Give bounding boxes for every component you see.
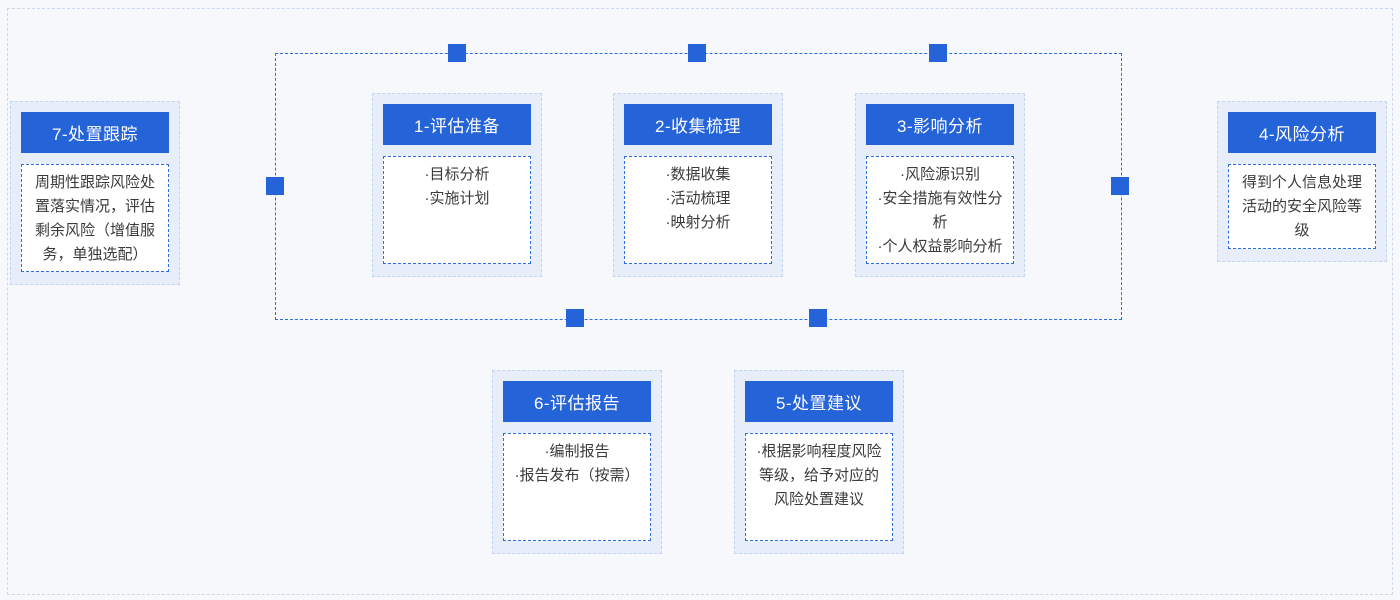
node-body: ·数据收集 ·活动梳理 ·映射分析 <box>624 156 772 264</box>
node-item: ·活动梳理 <box>665 190 731 207</box>
flow-node-6-assessment-report: 6-评估报告 ·编制报告 ·报告发布（按需） <box>492 370 662 554</box>
node-body: 得到个人信息处理活动的安全风险等级 <box>1228 164 1376 249</box>
connector-dot <box>688 44 706 62</box>
node-body: ·根据影响程度风险等级，给予对应的风险处置建议 <box>745 433 893 541</box>
node-body: 周期性跟踪风险处置落实情况，评估剩余风险（增值服务，单独选配） <box>21 164 169 272</box>
node-item: ·目标分析 <box>424 166 490 183</box>
node-item: ·风险源识别 <box>900 166 980 183</box>
node-item: ·编制报告 <box>544 443 610 460</box>
flow-node-4-risk-analysis: 4-风险分析 得到个人信息处理活动的安全风险等级 <box>1217 101 1387 262</box>
node-item: ·实施计划 <box>424 190 490 207</box>
node-item: ·报告发布（按需） <box>514 467 640 484</box>
flow-node-2-collection-sorting: 2-收集梳理 ·数据收集 ·活动梳理 ·映射分析 <box>613 93 783 277</box>
node-title: 2-收集梳理 <box>624 104 772 145</box>
connector-dot <box>1111 177 1129 195</box>
flow-node-7-disposal-tracking: 7-处置跟踪 周期性跟踪风险处置落实情况，评估剩余风险（增值服务，单独选配） <box>10 101 180 285</box>
node-body: ·风险源识别 ·安全措施有效性分析 ·个人权益影响分析 <box>866 156 1014 264</box>
connector-dot <box>566 309 584 327</box>
node-title: 1-评估准备 <box>383 104 531 145</box>
node-body: ·编制报告 ·报告发布（按需） <box>503 433 651 541</box>
node-title: 5-处置建议 <box>745 381 893 422</box>
connector-dot <box>809 309 827 327</box>
node-item: ·安全措施有效性分析 <box>877 190 1003 231</box>
connector-dot <box>929 44 947 62</box>
connector-dot <box>266 177 284 195</box>
node-body: ·目标分析 ·实施计划 <box>383 156 531 264</box>
connector-dot <box>448 44 466 62</box>
flow-node-3-impact-analysis: 3-影响分析 ·风险源识别 ·安全措施有效性分析 ·个人权益影响分析 <box>855 93 1025 277</box>
node-title: 3-影响分析 <box>866 104 1014 145</box>
flow-node-1-assessment-preparation: 1-评估准备 ·目标分析 ·实施计划 <box>372 93 542 277</box>
node-title: 7-处置跟踪 <box>21 112 169 153</box>
node-item: ·个人权益影响分析 <box>877 238 1003 255</box>
node-item: ·数据收集 <box>665 166 731 183</box>
flow-node-5-disposal-suggestion: 5-处置建议 ·根据影响程度风险等级，给予对应的风险处置建议 <box>734 370 904 554</box>
node-item: ·映射分析 <box>665 214 731 231</box>
node-title: 4-风险分析 <box>1228 112 1376 153</box>
node-title: 6-评估报告 <box>503 381 651 422</box>
